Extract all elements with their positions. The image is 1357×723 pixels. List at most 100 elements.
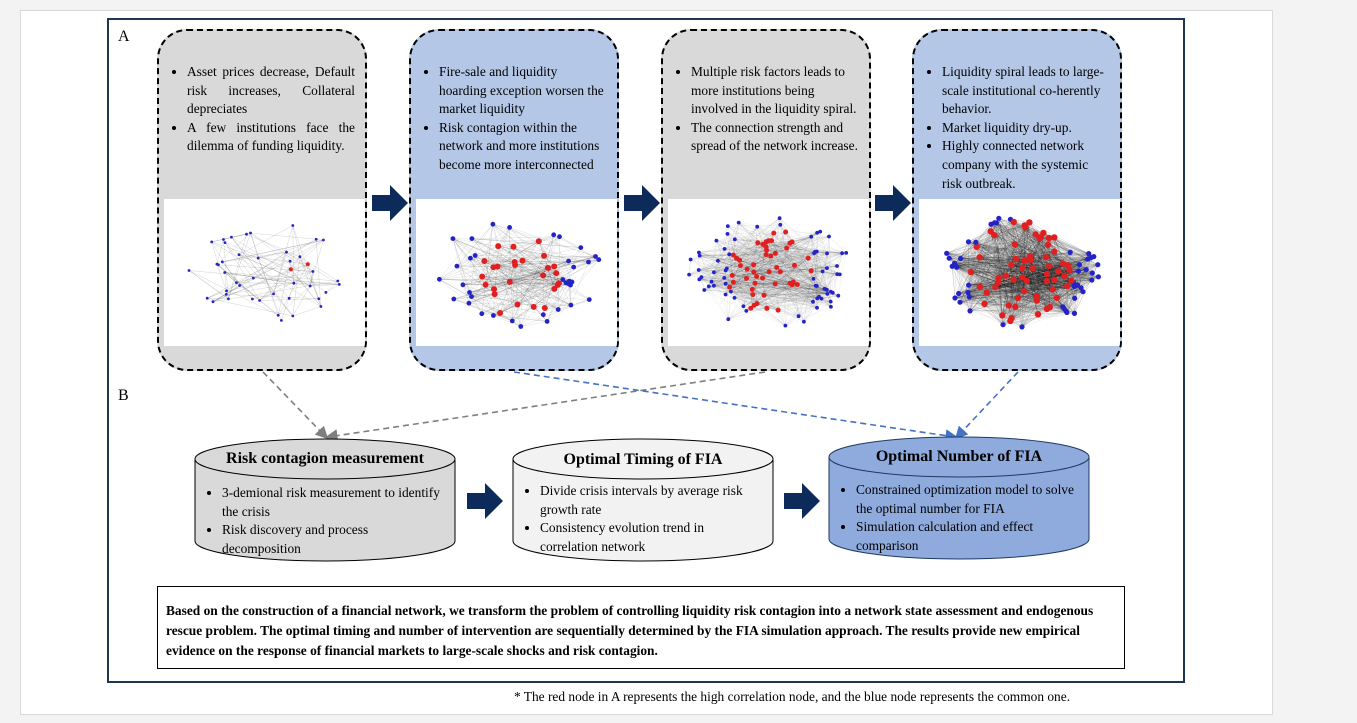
high-correlation-node: [1005, 302, 1012, 309]
common-node: [706, 284, 711, 289]
common-node: [222, 238, 225, 241]
common-node: [251, 297, 254, 301]
high-correlation-node: [1008, 315, 1015, 322]
common-node: [723, 281, 728, 286]
high-correlation-node: [987, 228, 994, 235]
network-edges: [188, 225, 340, 321]
common-node: [215, 262, 219, 266]
high-correlation-node: [491, 286, 497, 293]
stage-4-bullets: Liquidity spiral leads to large-scale in…: [918, 63, 1110, 193]
common-node: [729, 289, 733, 294]
common-node: [1064, 309, 1070, 315]
common-node: [1075, 268, 1082, 274]
high-correlation-node: [1055, 268, 1062, 275]
high-correlation-node: [755, 240, 761, 246]
stage-4-bullet-2: Market liquidity dry-up.: [942, 119, 1110, 138]
timing-to-number-arrow: [784, 483, 820, 519]
high-correlation-node: [744, 266, 750, 272]
common-node: [249, 231, 252, 235]
common-node: [596, 257, 602, 263]
high-correlation-node: [1011, 241, 1019, 248]
common-node: [725, 232, 730, 236]
common-node: [825, 266, 829, 270]
common-node: [450, 236, 456, 241]
common-node: [272, 292, 275, 296]
cylinder-2-bullet-2: Consistency evolution trend in correlati…: [540, 519, 758, 556]
common-node: [697, 253, 702, 258]
common-node: [586, 259, 591, 265]
high-correlation-node: [981, 300, 988, 307]
cylinder-2-title: Optimal Timing of FIA: [563, 451, 723, 468]
common-node: [251, 276, 255, 280]
common-node: [1089, 270, 1095, 276]
common-node: [796, 314, 801, 319]
high-correlation-node: [555, 280, 562, 287]
common-node: [814, 249, 819, 254]
high-correlation-node: [727, 284, 733, 290]
high-correlation-node: [551, 285, 558, 292]
common-node: [811, 276, 816, 281]
common-node: [298, 255, 302, 259]
common-node: [586, 297, 592, 302]
high-correlation-node: [792, 262, 797, 268]
high-correlation-node: [288, 267, 293, 272]
stage-3-bullet-2: The connection strength and spread of th…: [691, 119, 859, 156]
common-node: [238, 284, 241, 287]
high-correlation-node: [535, 238, 542, 245]
common-node: [292, 281, 296, 285]
high-correlation-node: [305, 262, 310, 267]
high-correlation-node: [479, 273, 486, 280]
high-correlation-node: [1032, 231, 1039, 238]
common-node: [973, 239, 979, 245]
common-node: [702, 288, 707, 292]
high-correlation-node: [1029, 265, 1036, 272]
common-node: [518, 324, 524, 329]
high-correlation-node: [967, 268, 975, 276]
common-node: [557, 234, 562, 240]
high-correlation-node: [772, 281, 778, 287]
common-node: [1086, 251, 1092, 257]
common-node: [1095, 274, 1101, 280]
common-node: [1078, 285, 1084, 291]
high-correlation-node: [1012, 255, 1020, 263]
high-correlation-node: [1049, 286, 1056, 293]
common-node: [726, 317, 731, 322]
high-correlation-node: [1046, 304, 1053, 311]
cylinder-3-bullet-1: Constrained optimization model to solve …: [856, 481, 1074, 518]
high-correlation-node: [1066, 266, 1073, 273]
cylinder-2-shape: [512, 438, 774, 562]
common-node: [568, 302, 574, 308]
high-correlation-node: [1010, 218, 1017, 226]
high-correlation-node: [748, 305, 754, 311]
high-correlation-node: [976, 254, 983, 261]
common-node: [944, 250, 950, 256]
common-node: [741, 304, 746, 309]
high-correlation-node: [808, 268, 814, 274]
common-node: [837, 272, 842, 277]
common-node: [965, 289, 971, 296]
stage-3-bullet-1: Multiple risk factors leads to more inst…: [691, 63, 859, 119]
common-node: [827, 234, 831, 239]
common-node: [230, 235, 233, 239]
stage-2-bullets: Fire-sale and liquidity hoarding excepti…: [415, 63, 607, 175]
summary-text: Based on the construction of a financial…: [166, 603, 1094, 658]
cylinder-3-bullet-2: Simulation calculation and effect compar…: [856, 518, 1074, 555]
cylinder-1-shape: [194, 438, 456, 562]
high-correlation-node: [1043, 270, 1051, 277]
common-node: [571, 264, 577, 270]
high-correlation-node: [1034, 311, 1042, 318]
common-node: [308, 284, 312, 288]
stage-1-bullet-1: Asset prices decrease, Default risk incr…: [187, 63, 355, 119]
common-node: [736, 220, 741, 225]
common-node: [714, 238, 719, 243]
common-node: [1000, 322, 1006, 328]
stage-3-bullets: Multiple risk factors leads to more inst…: [667, 63, 859, 156]
common-node: [946, 255, 952, 261]
common-node: [317, 297, 321, 301]
common-node: [237, 253, 241, 257]
common-node: [245, 232, 248, 236]
stage-2-box: Fire-sale and liquidity hoarding excepti…: [409, 29, 619, 371]
common-node: [697, 250, 701, 255]
high-correlation-node: [744, 275, 749, 281]
common-node: [223, 271, 227, 274]
